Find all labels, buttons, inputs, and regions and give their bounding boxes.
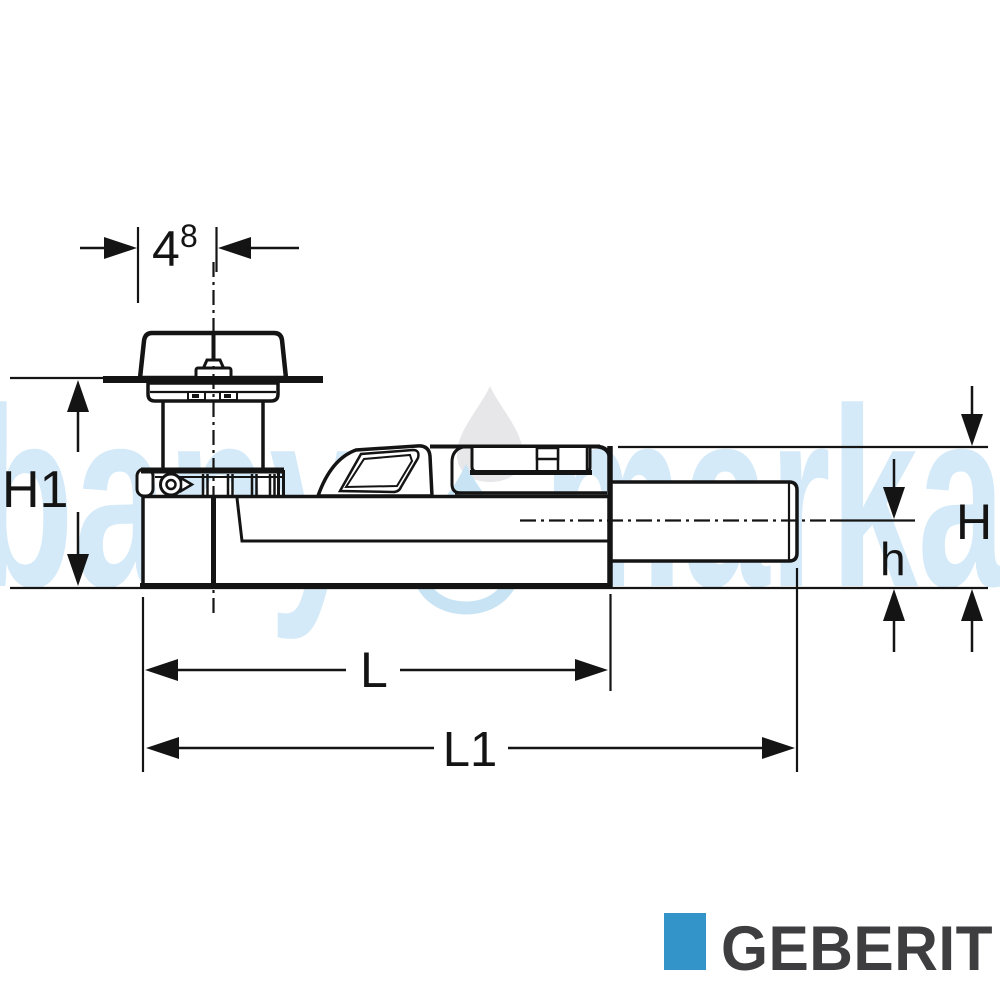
arrow-right-icon: [762, 737, 795, 759]
label-l1: L1: [443, 723, 498, 777]
arrow-down-icon: [961, 414, 983, 446]
arrow-left-icon: [145, 659, 178, 681]
dimension-top-offset: [80, 227, 299, 303]
label-l: L: [360, 642, 388, 698]
arrow-up-icon: [883, 589, 905, 621]
label-h1: H1: [2, 461, 68, 519]
clamp-ticks: [201, 474, 276, 495]
dimension-h-outlet: [883, 459, 905, 652]
basin-inner-line: [235, 497, 608, 543]
label-h-total: H: [956, 494, 992, 550]
label-offset-sup: 8: [180, 218, 198, 254]
logo-wordmark: GEBERIT: [721, 914, 993, 984]
arrow-up-icon: [67, 380, 89, 412]
logo-square-icon: [664, 913, 706, 970]
panel-clip: [535, 446, 560, 461]
clamp-screw-tip: [179, 475, 195, 494]
label-offset-value: 4: [152, 221, 180, 277]
arrow-down-icon: [883, 487, 905, 519]
clamp-screw-center: [165, 478, 177, 491]
dimension-l1: [146, 568, 799, 772]
dimension-h1: [67, 380, 89, 586]
housing-panel: [470, 448, 592, 474]
label-h-outlet: h: [880, 533, 906, 585]
arrow-down-icon: [67, 554, 89, 586]
drain-body: [140, 444, 799, 589]
arrow-up-icon: [961, 589, 983, 621]
housing-roof-corner: [595, 444, 612, 461]
dimension-h-total: [961, 386, 983, 652]
arrow-right-icon: [575, 659, 608, 681]
geberit-logo: GEBERIT: [664, 913, 993, 984]
siphon-louver-inner: [344, 453, 414, 489]
collar-slot-right: [224, 394, 231, 398]
centerlines: [212, 262, 915, 613]
arrow-left-icon: [218, 237, 251, 259]
collar-slot-left: [192, 394, 199, 398]
dimension-labels: 4 8 H1 H h L L1: [2, 218, 992, 777]
dimension-l: [141, 594, 612, 772]
arrow-left-icon: [146, 737, 179, 759]
arrow-right-icon: [104, 237, 137, 259]
